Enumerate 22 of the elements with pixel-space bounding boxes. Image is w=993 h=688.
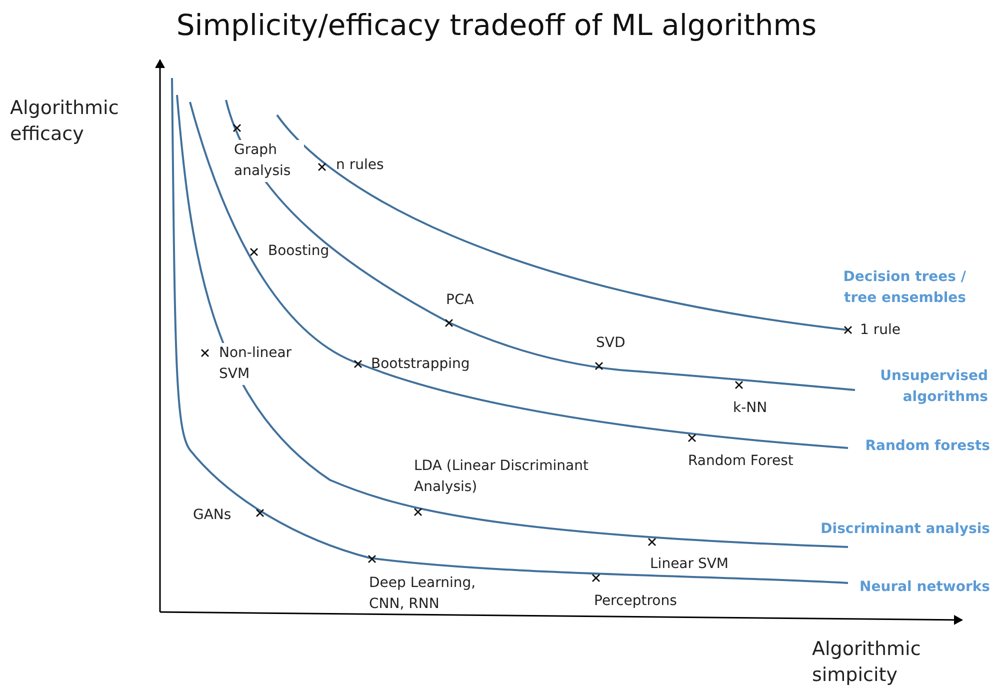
point-label: PCA [446, 291, 474, 310]
curve-label: Neural networks [858, 578, 990, 597]
curve-label: Discriminant analysis [820, 520, 990, 539]
point-label: Random Forest [688, 452, 794, 471]
point-label: Boosting [268, 242, 330, 261]
curve-label: Random forests [864, 437, 990, 456]
point-label: Perceptrons [594, 592, 677, 611]
point-label: k-NN [733, 399, 768, 418]
axis-title: Algorithmic efficacy [10, 96, 120, 147]
point-label: GANs [193, 506, 232, 525]
point-label: SVD [596, 334, 626, 353]
point-label: 1 rule [860, 321, 900, 340]
chart-title: Simplicity/efficacy tradeoff of ML algorithms [175, 8, 818, 42]
axis-title: Algorithmic simpicity [812, 637, 922, 688]
point-label: LDA (Linear Discriminant Analysis) [414, 457, 590, 497]
point-label: n rules [336, 156, 384, 175]
curve-label: Unsupervised algorithms [879, 367, 988, 407]
point-label: Bootstrapping [371, 355, 470, 374]
curve-label: Decision trees / tree ensembles [842, 268, 966, 308]
point-label: Graph analysis [234, 140, 304, 182]
point-label: Linear SVM [650, 555, 729, 574]
point-label: Deep Learning, CNN, RNN [369, 574, 477, 614]
